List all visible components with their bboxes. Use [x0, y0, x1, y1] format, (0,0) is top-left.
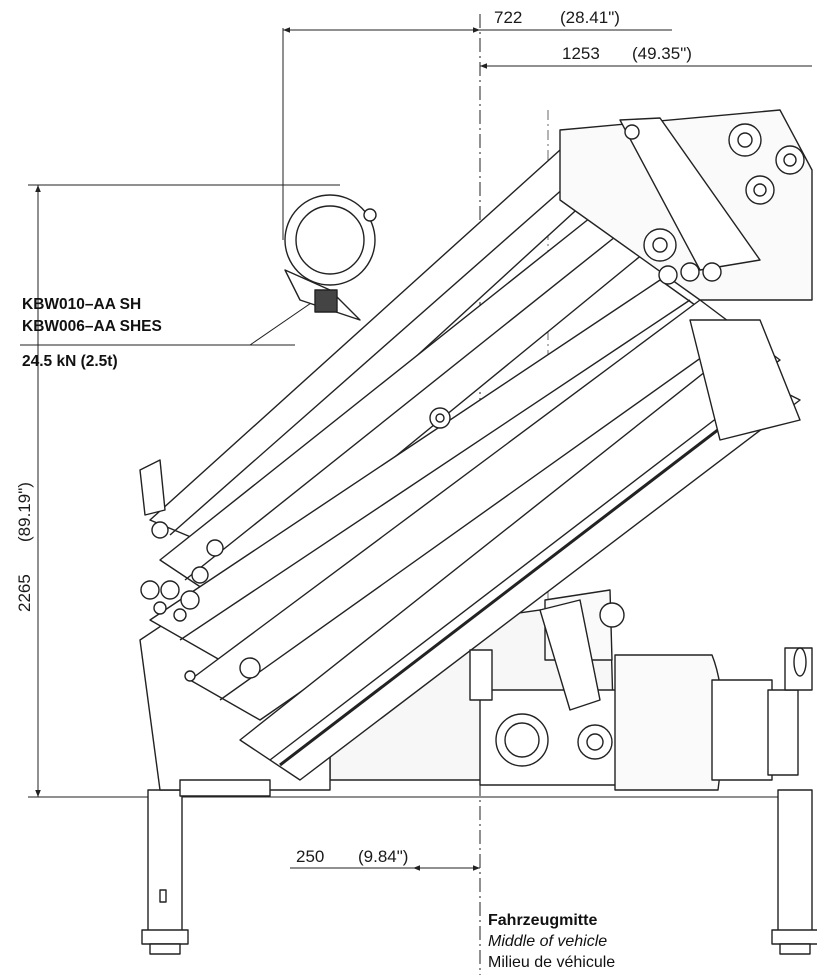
vehicle-center-label: Fahrzeugmitte Middle of vehicle Milieu d… — [488, 910, 615, 973]
dim-1253-imperial: (49.35") — [632, 44, 692, 63]
dim-2265-imperial: (89.19") — [15, 482, 34, 542]
dimension-labels: 722 (28.41") 1253 (49.35") 250 (9.84") 2… — [15, 8, 692, 866]
outrigger-box-right — [614, 654, 724, 791]
crane-body — [139, 109, 817, 955]
dim-1253-value: 1253 — [562, 44, 600, 63]
vehicle-center-en: Middle of vehicle — [488, 933, 608, 950]
outrigger-leg-right — [777, 789, 813, 941]
model-code-2: KBW006–AA SHES — [22, 318, 162, 335]
model-code-1: KBW010–AA SH — [22, 296, 142, 313]
vehicle-center-fr: Milieu de véhicule — [488, 954, 616, 971]
dim-722-imperial: (28.41") — [560, 8, 620, 27]
outrigger-leg-left — [147, 789, 183, 941]
vehicle-center-de: Fahrzeugmitte — [488, 912, 598, 929]
dim-250-imperial: (9.84") — [358, 847, 408, 866]
dim-250-value: 250 — [296, 847, 324, 866]
dim-2265-value: 2265 — [15, 574, 34, 612]
dim-722-value: 722 — [494, 8, 522, 27]
capacity-label: 24.5 kN (2.5t) — [22, 353, 118, 370]
